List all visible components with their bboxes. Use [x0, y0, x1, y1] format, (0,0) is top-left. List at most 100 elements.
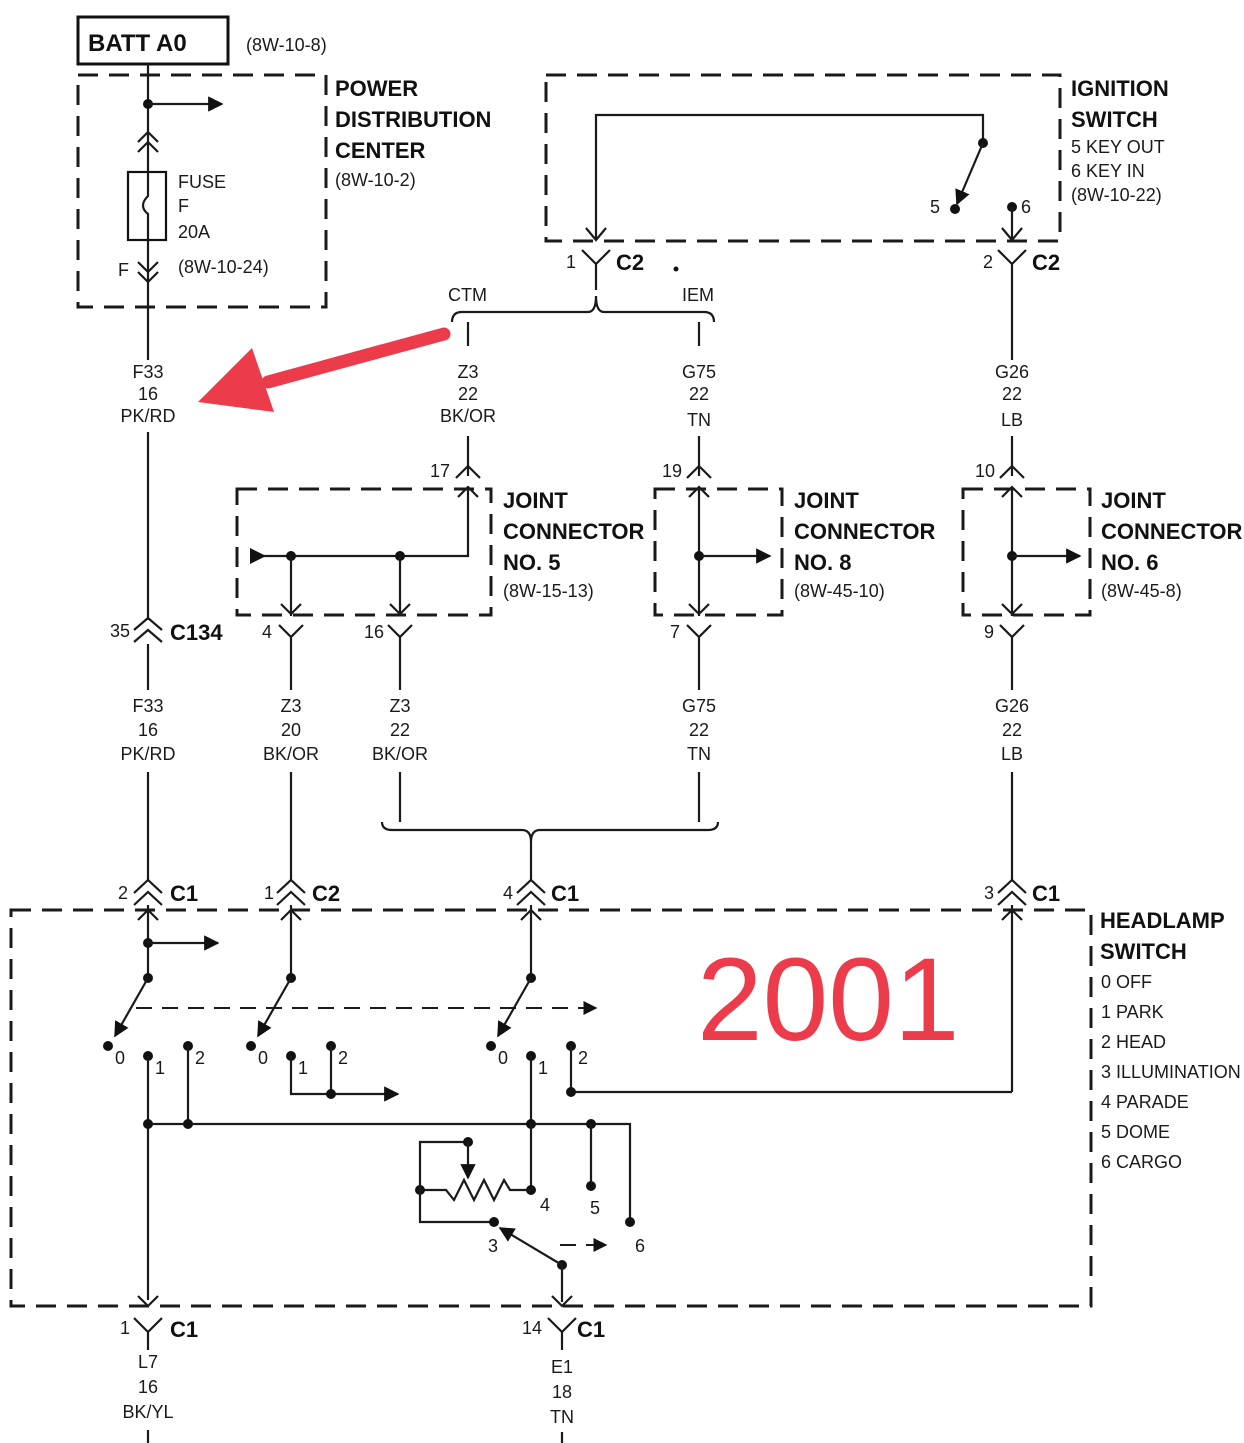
deck1-blade: [114, 977, 149, 1038]
deck3-contact-0: [486, 1041, 496, 1051]
jc8-ref: (8W-45-10): [794, 581, 885, 601]
jc5-arrows-out: [280, 603, 411, 616]
pdc-connector-bottom: [137, 261, 159, 284]
deck2-label-0: 0: [258, 1048, 268, 1068]
z3-20-color: BK/OR: [263, 744, 319, 764]
z3-20-circuit: Z3: [280, 696, 301, 716]
jc5-pin-in: 17: [430, 461, 450, 481]
c134-name: C134: [170, 620, 223, 645]
z3-upper-color: BK/OR: [440, 406, 496, 426]
jc5-title-1: JOINT: [503, 488, 568, 513]
g75-lower-circuit: G75: [682, 696, 716, 716]
jc5-box: [235, 487, 493, 617]
g75-lower-gauge: 22: [689, 720, 709, 740]
z3-20-gauge: 20: [281, 720, 301, 740]
pdc-title-3: CENTER: [335, 138, 426, 163]
contact-6-dot: [625, 1217, 635, 1227]
f33-top-circuit: F33: [132, 362, 163, 382]
ignition-contact-5: [950, 204, 960, 214]
branch-iem: IEM: [682, 285, 714, 305]
hs-out-arrow-1: [137, 1295, 159, 1308]
hs-pin2: 2: [118, 883, 128, 903]
deck1-label-2: 2: [195, 1048, 205, 1068]
pdc-title-1: POWER: [335, 76, 418, 101]
bus-splice-1: [143, 1119, 153, 1129]
hs-main-bus: [148, 1122, 632, 1220]
jc5-title-3: NO. 5: [503, 550, 560, 575]
hs-c1-pin2-connector: [133, 878, 163, 906]
c2-top-pin1: 1: [566, 252, 576, 272]
g75-upper-gauge: 22: [689, 384, 709, 404]
ctm-iem-brace: [450, 295, 716, 323]
ignition-arrow-c2-1: [585, 227, 607, 242]
fuse-ref: (8W-10-24): [178, 257, 269, 277]
pdc-terminal: F: [118, 260, 129, 280]
c2-top-name-1: C2: [616, 250, 644, 275]
jc8-title-3: NO. 8: [794, 550, 851, 575]
jc6-arrow-in: [1001, 485, 1023, 498]
g26-upper-color: LB: [1001, 410, 1023, 430]
z3-22-lower-gauge: 22: [390, 720, 410, 740]
jc8-title-2: CONNECTOR: [794, 519, 935, 544]
jc5-ref: (8W-15-13): [503, 581, 594, 601]
ignition-box: [544, 73, 1062, 243]
hs-pin4: 4: [503, 883, 513, 903]
hs-out-pin1: 1: [120, 1318, 130, 1338]
jc5-connectors-out: [278, 624, 413, 639]
headlamp-position-4: 4 PARADE: [1101, 1092, 1189, 1112]
ignition-arrow-c2-2: [1001, 227, 1023, 242]
z3-upper-circuit: Z3: [457, 362, 478, 382]
jc8-box: [653, 487, 784, 617]
e1-gauge: 18: [552, 1382, 572, 1402]
f33-top-color: PK/RD: [120, 406, 175, 426]
fuse-element: [141, 172, 150, 240]
contact-5-label: 5: [590, 1198, 600, 1218]
jc8-title-1: JOINT: [794, 488, 859, 513]
output-blade: [498, 1227, 563, 1266]
jc5-pin-a: 4: [262, 622, 272, 642]
pdc-ref: (8W-10-2): [335, 170, 416, 190]
ignition-title-2: SWITCH: [1071, 107, 1158, 132]
headlamp-position-3: 3 ILLUMINATION: [1101, 1062, 1241, 1082]
contact-5-dot: [586, 1181, 596, 1191]
headlamp-position-1: 1 PARK: [1101, 1002, 1164, 1022]
jc8-arrow-out: [688, 603, 710, 616]
hs-out-c1-b: C1: [577, 1317, 605, 1342]
jc6-connector-out: [999, 624, 1025, 639]
jc8-connector-in: [686, 464, 712, 479]
deck2-label-2: 2: [338, 1048, 348, 1068]
jc5-bus: [252, 488, 470, 558]
bus-splice-2: [183, 1119, 193, 1129]
stray-dot: [673, 266, 679, 272]
jc6-pin-in: 10: [975, 461, 995, 481]
jc8-connector-out: [686, 624, 712, 639]
jc8-pin-out: 7: [670, 622, 680, 642]
batt-ref: (8W-10-8): [246, 35, 327, 55]
jc6-arrow-out: [1001, 603, 1023, 616]
hs-c1-pin4-connector: [516, 878, 546, 906]
c2-pin1-connector: [581, 249, 611, 290]
hs-c2-pin1-connector: [276, 878, 306, 906]
f33-lower-gauge: 16: [138, 720, 158, 740]
headlamp-position-5: 5 DOME: [1101, 1122, 1170, 1142]
branch-ctm: CTM: [448, 285, 487, 305]
jc6-ref: (8W-45-8): [1101, 581, 1182, 601]
fuse-label: FUSE: [178, 172, 226, 192]
contact-3-dot: [489, 1217, 499, 1227]
c2-top-pin2: 2: [983, 252, 993, 272]
deck3-splice: [566, 1087, 576, 1097]
hs-out-pin14: 14: [522, 1318, 542, 1338]
jc6-pin-out: 9: [984, 622, 994, 642]
c134-connector: [133, 616, 163, 643]
contact-3-label: 3: [488, 1236, 498, 1256]
f33-lower-color: PK/RD: [120, 744, 175, 764]
hs-c1-name-a: C1: [170, 881, 198, 906]
rheostat-resistor: [420, 1177, 531, 1203]
fuse-rating: 20A: [178, 222, 210, 242]
annotation-arrow-head: [198, 348, 274, 412]
f33-lower-circuit: F33: [132, 696, 163, 716]
g75-upper-color: TN: [687, 410, 711, 430]
hs-c1-pin1-connector: [133, 1317, 163, 1350]
jc6-title-3: NO. 6: [1101, 550, 1158, 575]
